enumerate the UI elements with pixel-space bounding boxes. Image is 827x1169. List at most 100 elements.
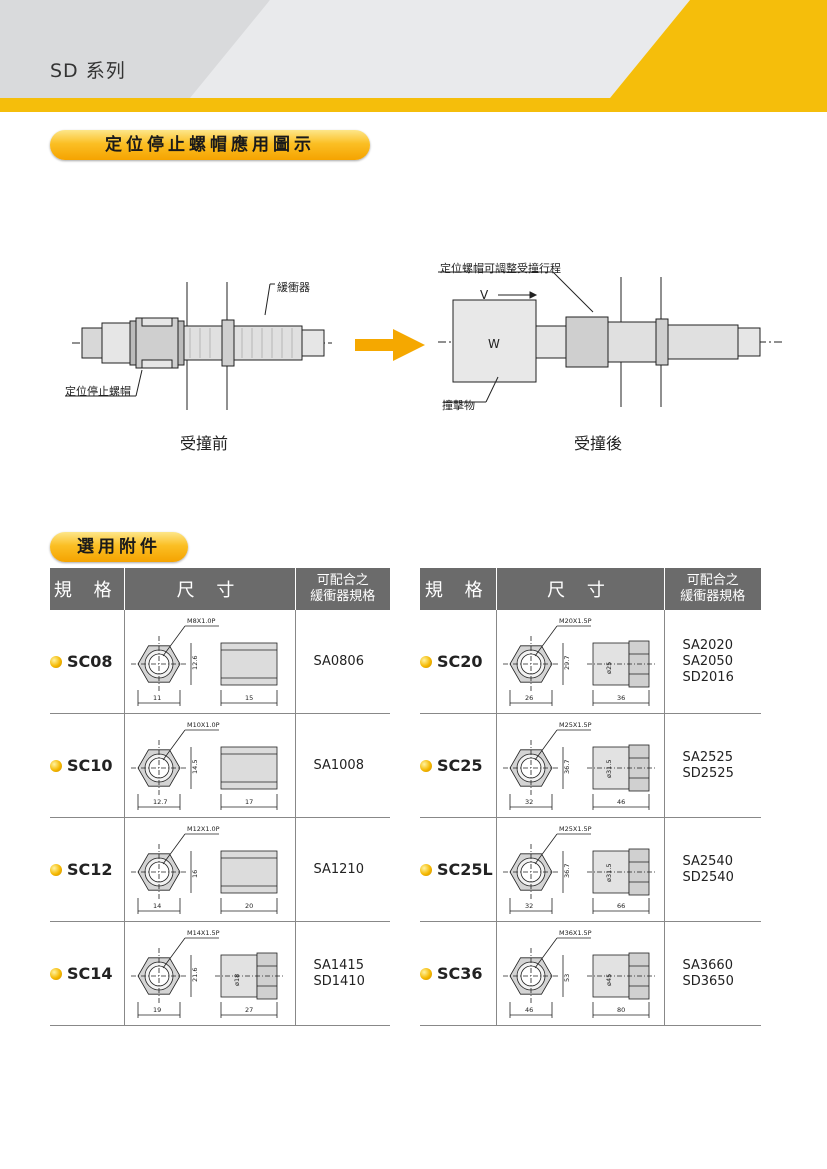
left-sc08-height-dim: 12.6: [191, 655, 199, 669]
compatible-model: SA2020: [682, 637, 733, 653]
header-spec: 規 格: [420, 568, 497, 610]
compatible-model: SA2540: [682, 853, 733, 869]
right-sc25l-thread-label: M25X1.5P: [559, 825, 592, 833]
model-name: SC25: [437, 756, 483, 775]
left-sc14-thread-label: M14X1.5P: [187, 929, 220, 937]
model-cell: SC36: [420, 921, 497, 1026]
right-sc36-hex-dim: 46: [525, 1006, 533, 1014]
compatible-models-cell: SA0806: [295, 610, 390, 714]
after-impact-diagram: [438, 271, 783, 407]
label-buffer: 緩衝器: [277, 281, 310, 294]
right-sc25-diameter-dim: ø31.5: [605, 759, 613, 777]
caption-before-impact: 受撞前: [180, 434, 229, 453]
right-sc25-thread-label: M25X1.5P: [559, 721, 592, 729]
compatible-model: SD2016: [682, 669, 734, 685]
bullet-dot-icon: [420, 968, 432, 980]
section-title-accessories: 選用附件: [50, 532, 188, 562]
right-sc25l-length-dim: 66: [617, 902, 625, 910]
compatible-model: SD1410: [313, 973, 365, 989]
series-title: SD 系列: [50, 60, 126, 82]
left-sc08-length-dim: 15: [245, 694, 253, 702]
header-size: 尺 寸: [496, 568, 665, 610]
model-name: SC12: [67, 860, 113, 879]
compatible-model: SD2525: [682, 765, 734, 781]
model-name: SC08: [67, 652, 113, 671]
right-sc36-length-dim: 80: [617, 1006, 625, 1014]
label-impact-object: 撞擊物: [442, 399, 475, 412]
model-name: SC25L: [437, 860, 493, 879]
section-title-application-text: 定位停止螺帽應用圖示: [105, 135, 315, 155]
left-sc14-height-dim: 21.6: [191, 967, 199, 981]
bullet-dot-icon: [420, 760, 432, 772]
label-velocity: V: [480, 288, 489, 302]
dimension-drawing-cell: M25X1.5P 32 46 36.7 ø31.5: [496, 713, 665, 818]
right-sc25-hex-dim: 32: [525, 798, 533, 806]
compatible-model: SD3650: [682, 973, 734, 989]
right-sc25l-height-dim: 36.7: [563, 863, 571, 877]
bullet-dot-icon: [50, 968, 62, 980]
caption-after-impact: 受撞後: [574, 434, 623, 453]
model-name: SC14: [67, 964, 113, 983]
header-compat: 可配合之緩衝器規格: [295, 568, 390, 610]
right-sc20-height-dim: 29.7: [563, 655, 571, 669]
header-compat: 可配合之緩衝器規格: [664, 568, 761, 610]
before-impact-diagram: [65, 282, 332, 410]
header-band: [0, 0, 827, 112]
compatible-model: SA1008: [313, 757, 364, 773]
label-stop-nut: 定位停止螺帽: [65, 385, 131, 398]
compatible-model: SA0806: [313, 653, 364, 669]
arrow-right-icon: [355, 329, 425, 361]
compatible-models-cell: SA1008: [295, 713, 390, 818]
left-sc10-side-body: [220, 746, 277, 789]
left-sc10-hex-dim: 12.7: [153, 798, 167, 806]
right-sc25-length-dim: 46: [617, 798, 625, 806]
right-sc20-length-dim: 36: [617, 694, 625, 702]
model-cell: SC25L: [420, 817, 497, 922]
compatible-model: SD2540: [682, 869, 734, 885]
left-sc14-length-dim: 27: [245, 1006, 253, 1014]
model-name: SC20: [437, 652, 483, 671]
bullet-dot-icon: [420, 864, 432, 876]
model-cell: SC14: [50, 921, 125, 1026]
left-sc12-length-dim: 20: [245, 902, 253, 910]
right-sc36-height-dim: 53: [563, 973, 571, 981]
right-sc20-hex-dim: 26: [525, 694, 533, 702]
bullet-dot-icon: [50, 656, 62, 668]
right-sc25-nut-drawing: M25X1.5P 32 46 36.7 ø31.5: [502, 721, 655, 810]
right-sc25-height-dim: 36.7: [563, 759, 571, 773]
model-name: SC10: [67, 756, 113, 775]
compatible-model: SA2050: [682, 653, 733, 669]
model-cell: SC25: [420, 713, 497, 818]
compatible-model: SA1415: [313, 957, 364, 973]
right-sc25l-diameter-dim: ø31.5: [605, 863, 613, 881]
right-sc20-diameter-dim: ø25: [605, 661, 613, 673]
left-sc12-thread-label: M12X1.0P: [187, 825, 220, 833]
label-weight: W: [488, 337, 500, 351]
left-sc08-thread-label: M8X1.0P: [187, 617, 216, 625]
section-title-accessories-text: 選用附件: [77, 537, 161, 557]
model-cell: SC10: [50, 713, 125, 818]
label-adjustable-nut: 定位螺帽可調整受撞行程: [440, 262, 561, 275]
left-sc08-side-body: [220, 642, 277, 685]
